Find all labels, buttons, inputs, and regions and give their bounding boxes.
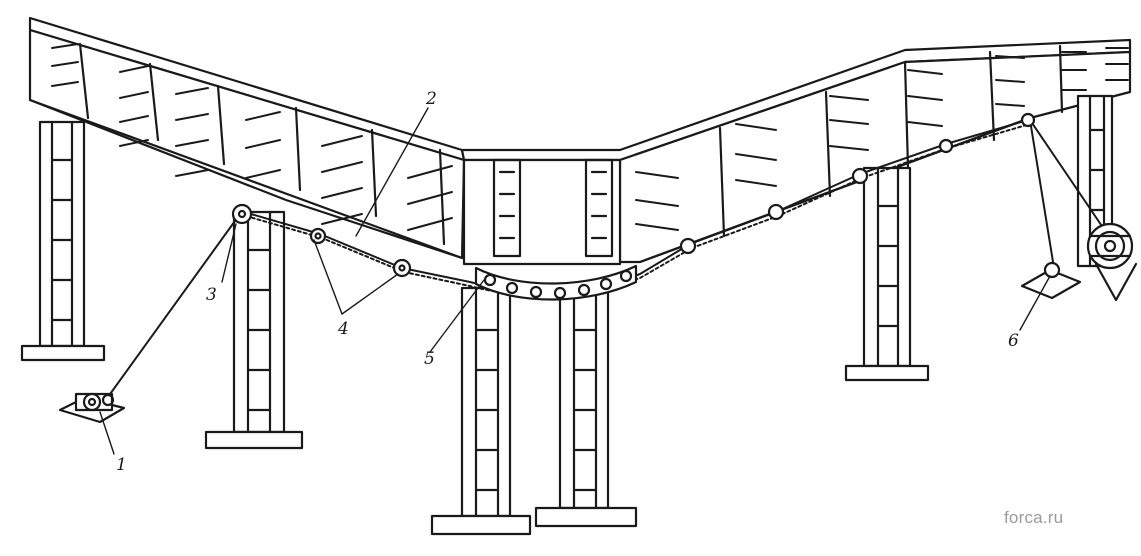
girder-brackets [51,43,1129,231]
label-6: 6 [1008,331,1019,351]
left-girder [28,16,466,260]
pulley-3 [231,203,253,225]
label-2: 2 [425,89,437,109]
column-corner-right [534,290,638,528]
column-right [844,166,930,382]
label-1: 1 [116,455,127,475]
roller-group-5 [474,264,638,301]
label-4: 4 [337,319,349,339]
guide-rollers-4 [309,112,1036,278]
label-3: 3 [206,285,217,305]
watermark: forca.ru [1004,508,1064,527]
winch-1 [58,392,126,424]
column-far-left [20,120,106,362]
column-left [204,210,304,450]
column-corner-left [430,286,532,536]
label-5: 5 [424,349,435,369]
winch-6 [1020,222,1138,302]
leader-lines [99,107,1051,455]
corner-block [462,158,622,266]
